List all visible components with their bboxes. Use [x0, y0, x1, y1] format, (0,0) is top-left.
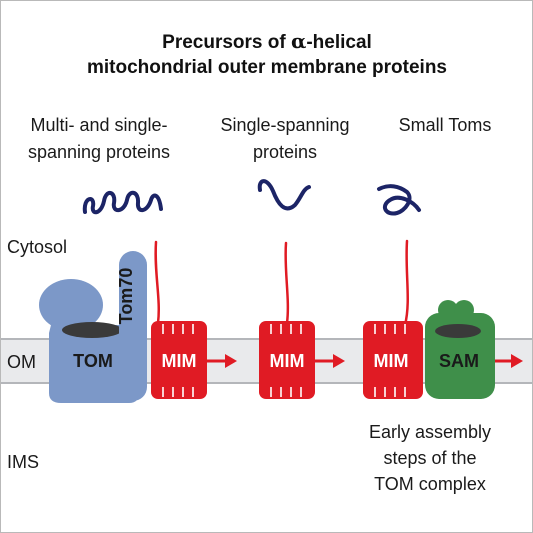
- label-cytosol: Cytosol: [7, 237, 67, 257]
- label-mim-1: MIM: [162, 351, 197, 371]
- label-ims: IMS: [7, 452, 39, 472]
- precursor-strand-1: [154, 240, 161, 325]
- precursor-small-tom: [377, 184, 421, 216]
- tom-complex: Tom70 TOM: [39, 251, 147, 403]
- mim-arrow-2: [315, 354, 345, 368]
- precursor-multi-spanning: [82, 190, 163, 215]
- tom-receptor-left: [39, 279, 103, 331]
- label-mim-3: MIM: [374, 351, 409, 371]
- label-single-spanning-line-2: proteins: [253, 142, 317, 162]
- label-multi-single-line-1: Multi- and single-: [30, 115, 167, 135]
- tom-channel: [62, 322, 122, 338]
- tom70-receptor: [119, 251, 147, 401]
- sam-channel: [435, 324, 481, 338]
- label-multi-single-line-2: spanning proteins: [28, 142, 170, 162]
- precursor-strand-3: [403, 239, 409, 327]
- label-small-toms: Small Toms: [399, 115, 492, 135]
- note-early-assembly-line-2: steps of the: [383, 448, 476, 468]
- label-om: OM: [7, 352, 36, 372]
- label-single-spanning-line-1: Single-spanning: [220, 115, 349, 135]
- note-early-assembly-line-1: Early assembly: [369, 422, 491, 442]
- mim-complex-2: MIM: [259, 321, 315, 399]
- title-line-1: Precursors of α-helical: [162, 29, 372, 53]
- mim-arrow-1: [207, 354, 237, 368]
- sam-arrow: [495, 354, 523, 368]
- note-early-assembly-line-3: TOM complex: [374, 474, 486, 494]
- precursor-strand-2: [284, 241, 290, 325]
- label-tom70: Tom70: [116, 268, 136, 325]
- label-sam: SAM: [439, 351, 479, 371]
- title-line-2: mitochondrial outer membrane proteins: [87, 57, 447, 78]
- label-tom: TOM: [73, 351, 113, 371]
- label-mim-2: MIM: [270, 351, 305, 371]
- sam-complex: SAM: [425, 300, 495, 399]
- tom-core: [49, 325, 139, 403]
- precursor-single-spanning: [257, 179, 311, 211]
- mim-complex-1: MIM: [151, 321, 207, 399]
- mim-complex-3: MIM: [363, 321, 423, 399]
